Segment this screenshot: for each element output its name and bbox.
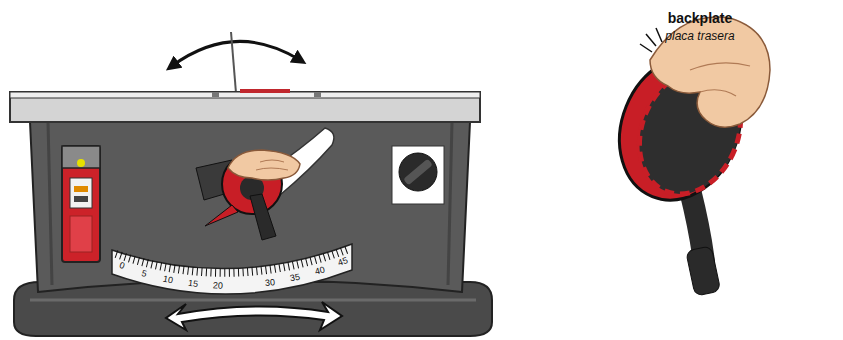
throat-plate [240, 89, 290, 93]
power-switch-box [62, 146, 100, 262]
indicator-light [77, 159, 85, 167]
scale-number: 20 [213, 281, 223, 291]
bevel-scale [112, 244, 352, 294]
scale-number: 10 [162, 275, 174, 286]
motion-mark [640, 28, 662, 52]
tilt-arrow [172, 41, 300, 66]
base-edge [30, 299, 476, 302]
scale-number: 15 [187, 279, 198, 289]
dial-knob [399, 153, 437, 191]
dial-plate [392, 146, 444, 204]
hand-detail [650, 17, 770, 127]
scale-number: 45 [337, 256, 349, 268]
miter-slot [212, 92, 219, 97]
scale-number: 0 [118, 261, 126, 271]
scale-number: 35 [289, 273, 300, 284]
slide-arrow [166, 302, 342, 330]
crank-knob [686, 246, 721, 296]
switch-button [74, 186, 88, 192]
scale-number: 30 [265, 278, 276, 288]
finger-line [256, 160, 288, 170]
part-label: backplate [668, 11, 733, 25]
dial-grip [403, 159, 433, 186]
crank-handle [250, 194, 276, 240]
scale-number: 40 [314, 265, 326, 276]
finger-line [690, 63, 750, 96]
saw-blade [231, 32, 236, 93]
switch-guard [70, 216, 92, 252]
part-label-translation: placa trasera [665, 30, 734, 42]
hand [228, 150, 300, 180]
switch-button [74, 196, 88, 202]
saw-body [30, 122, 470, 292]
scale-number: 5 [140, 269, 147, 279]
body-leg [48, 122, 452, 285]
motion-mark [740, 136, 762, 166]
switch-paddle [70, 178, 92, 208]
switch-top [62, 146, 100, 168]
table-top [10, 92, 480, 122]
miter-slot [314, 92, 321, 97]
scale-pointer [205, 205, 238, 226]
